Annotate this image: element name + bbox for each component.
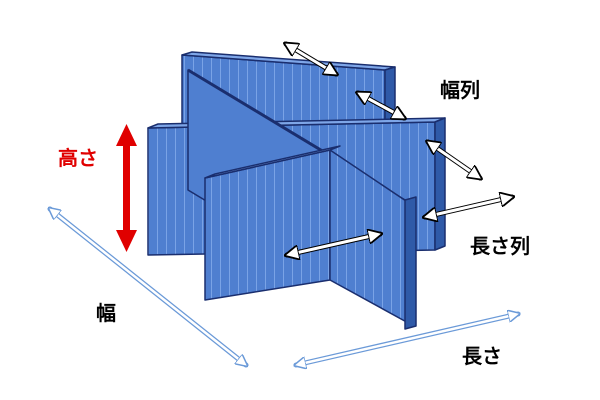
length-label: 長さ [462,344,502,368]
row-arrow-right [428,142,480,178]
width-dimension-arrow [50,209,246,365]
row-arrow-upper-right [358,90,404,121]
row-arrows [286,44,512,255]
length-rows-label: 長さ列 [470,234,530,258]
row-arrow-center [287,234,380,255]
middle-long-panel-side [434,117,446,251]
partition-panels [147,51,446,330]
height-label: 高さ [58,146,98,170]
cross-panel-end-cap [404,196,417,330]
row-arrow-lower-right [425,197,512,217]
width-label: 幅 [96,301,116,325]
width-rows-label: 幅列 [440,78,480,102]
front-long-panel-top [204,145,341,179]
row-arrow-top [286,44,336,74]
length-dimension-arrow [296,314,518,365]
dimension-arrows [50,209,518,365]
height-arrow [116,124,137,252]
